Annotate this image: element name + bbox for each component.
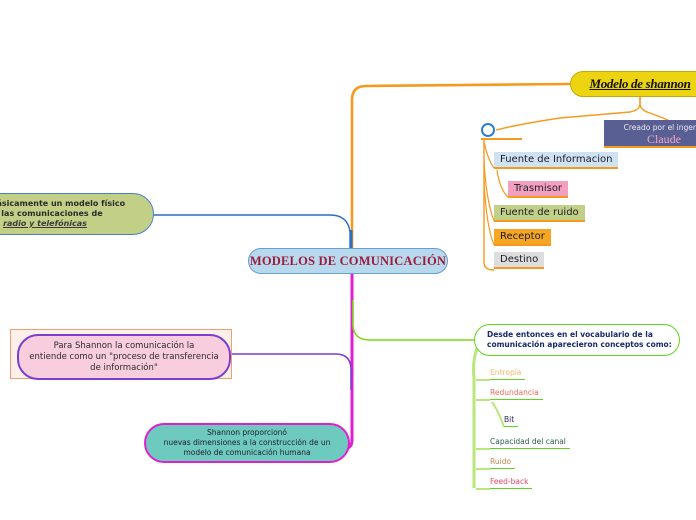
concept-label: Capacidad del canal [490, 437, 566, 446]
left-note-line-1: o era básicamente un modelo físico [0, 199, 126, 208]
list-item-label: Destino [500, 254, 539, 265]
note-para-shannon-la-comunicacion[interactable]: Para Shannon la comunicación la entiende… [17, 334, 231, 380]
list-item-fuente-de-ruido[interactable]: Fuente de ruido [494, 205, 585, 222]
note-creado-por-el-ingeniero[interactable]: Creado por el ingenie Claude [604, 120, 696, 148]
list-item-trasmisor[interactable]: Trasmisor [508, 181, 569, 198]
vocab-note-line-2: comunicación aparecieron conceptos como: [487, 340, 672, 349]
list-item-capacidad-del-canal[interactable]: Capacidad del canal [490, 435, 570, 449]
topic-node-label: Modelo de shannon [589, 76, 691, 91]
quote-line-2: entiende como un "proceso de transferenc… [29, 351, 219, 362]
list-item-label: Fuente de Informacion [500, 154, 613, 165]
central-node-label: MODELOS DE COMUNICACIÓN [249, 253, 447, 268]
left-note-line-2: de las comunicaciones de [0, 209, 103, 218]
author-note-line-1: Creado por el ingenie [623, 123, 696, 132]
list-item-entropia[interactable]: Entropía [490, 366, 526, 380]
list-item-receptor[interactable]: Receptor [494, 229, 551, 246]
quote-line-3: de información" [90, 362, 158, 373]
list-item-label: Trasmisor [514, 183, 563, 194]
list-item-ruido[interactable]: Ruido [490, 455, 516, 469]
quote-line-1: Para Shannon la comunicación la [53, 340, 195, 351]
author-note-line-2: Claude [647, 132, 681, 146]
list-item-fuente-de-informacion[interactable]: Fuente de Informacion [494, 152, 619, 169]
teal-note-line-2: nuevas dimensiones a la construcción de … [163, 438, 331, 447]
collapsed-node-circle-icon[interactable] [481, 123, 495, 137]
list-item-redundancia[interactable]: Redundancia [490, 386, 543, 400]
note-vocabulario-conceptos[interactable]: Desde entonces en el vocabulario de la c… [474, 324, 680, 356]
left-note-line-3: radio y telefónicas [3, 219, 87, 228]
teal-note-line-3: modelo de comunicación humana [183, 448, 311, 457]
note-shannon-proporciono[interactable]: Shannon proporcionó nuevas dimensiones a… [144, 423, 350, 463]
central-node[interactable]: MODELOS DE COMUNICACIÓN [248, 248, 448, 274]
note-quote-frame: Para Shannon la comunicación la entiende… [10, 329, 232, 380]
concept-label: Redundancia [490, 388, 539, 397]
list-item-bit[interactable]: Bit [504, 413, 519, 427]
list-item-label: Fuente de ruido [500, 207, 579, 218]
concept-label: Bit [504, 415, 515, 424]
concept-label: Entropía [490, 368, 522, 377]
list-item-destino[interactable]: Destino [494, 252, 545, 269]
teal-note-line-1: Shannon proporcionó [206, 428, 288, 437]
list-item-label: Receptor [500, 231, 545, 242]
topic-node-modelo-de-shannon[interactable]: Modelo de shannon [570, 71, 696, 97]
note-modelo-fisico[interactable]: o era básicamente un modelo físico de la… [0, 193, 154, 235]
concept-label: Feed-back [490, 477, 529, 486]
concept-label: Ruido [490, 457, 512, 466]
vocab-note-line-1: Desde entonces en el vocabulario de la [487, 330, 653, 339]
list-item-feed-back[interactable]: Feed-back [490, 475, 533, 489]
